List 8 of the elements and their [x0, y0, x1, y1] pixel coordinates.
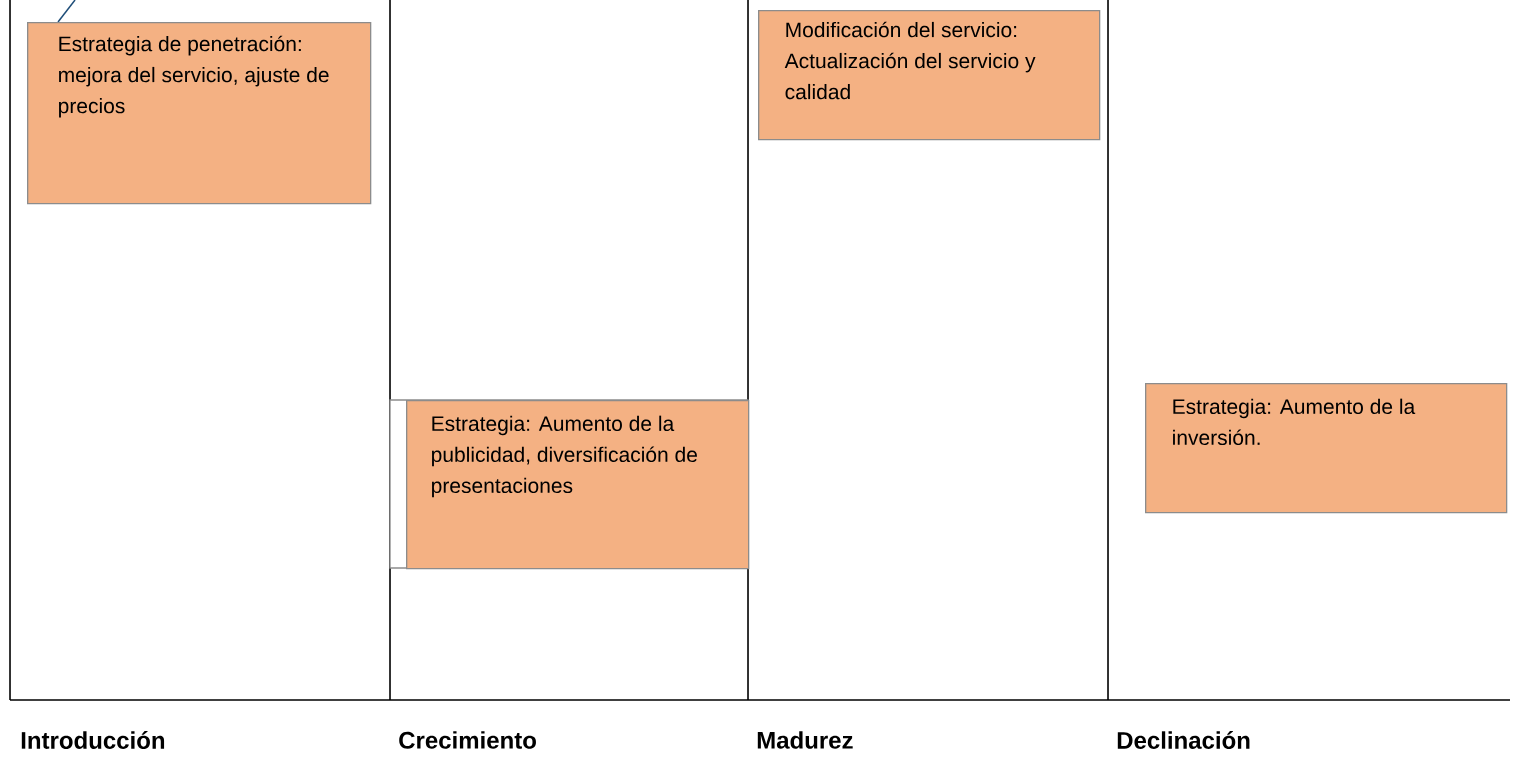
strategy-box: Estrategia de penetración: mejora del servicio, ajuste de precios — [27, 22, 372, 205]
strategy-box: Modificación del servicio: Actualización del servicio y calidad — [758, 10, 1101, 141]
phase-label: Introducción — [21, 731, 165, 749]
strategy-box: Estrategia: Aumento de la publicidad, diversificación de presentaciones — [406, 400, 750, 570]
phase-label: Crecimiento — [399, 731, 536, 749]
strategy-box: Estrategia: Aumento de la inversión. — [1145, 383, 1508, 514]
phase-label: Madurez — [757, 731, 853, 749]
phase-label: Declinación — [1117, 731, 1250, 749]
